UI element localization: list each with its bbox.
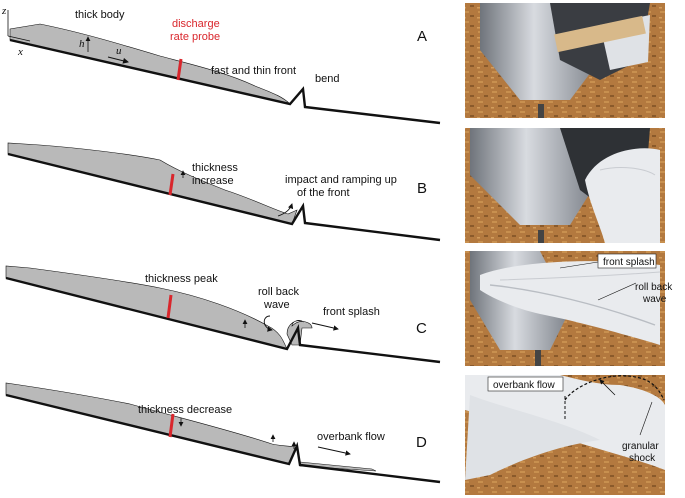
- front-splash-label: front splash: [323, 306, 380, 318]
- panel-a: z x h u thick body discharge rate probe …: [1, 5, 441, 125]
- overbank-flow-label: overbank flow: [317, 431, 385, 443]
- thickness-increase-2: increase: [192, 175, 234, 187]
- photo-4: overbank flow granular shock: [465, 375, 665, 495]
- probe-label-1: discharge: [172, 18, 220, 30]
- rollback-label-1: roll back: [258, 286, 299, 298]
- rollback-arrow-c: [263, 315, 273, 332]
- probe-c: [166, 294, 173, 319]
- flow-body-b: [7, 142, 298, 225]
- thickness-increase-1: thickness: [192, 162, 238, 174]
- splash-arrow-c: [311, 322, 339, 331]
- probe-b: [168, 173, 175, 196]
- probe-label-2: rate probe: [170, 31, 220, 43]
- overbank-arrow-d: [317, 446, 351, 456]
- panel-letter-a: A: [417, 28, 427, 45]
- bend-label: bend: [315, 73, 339, 85]
- flow-body-c: [5, 265, 288, 350]
- photo-rollback-label-2: wave: [642, 294, 667, 305]
- panel-b: thickness increase impact and ramping up…: [7, 142, 441, 242]
- panel-d: thickness decrease overbank flow D: [5, 382, 441, 484]
- flow-body-d: [5, 382, 298, 465]
- flow-body-a: [9, 23, 291, 105]
- photo-shock-label-1: granular: [622, 441, 659, 452]
- thickness-decrease-label: thickness decrease: [138, 404, 232, 416]
- thickness-peak-label: thickness peak: [145, 273, 218, 285]
- thick-body-label: thick body: [75, 9, 125, 21]
- panel-c: thickness peak roll back wave front spla…: [5, 265, 441, 364]
- rollback-label-2: wave: [263, 299, 290, 311]
- photo-2: [465, 128, 665, 243]
- u-arrow: [107, 56, 129, 64]
- z-axis-label: z: [1, 5, 7, 17]
- panel-letter-b: B: [417, 180, 427, 197]
- ramp-arrow-b: [277, 203, 294, 217]
- bed-d: [5, 393, 441, 484]
- fast-front-label: fast and thin front: [211, 65, 296, 77]
- photo-3: front splash roll back wave: [465, 251, 673, 366]
- photo-front-splash-label: front splash: [603, 257, 655, 268]
- photo-shock-arrow: [599, 379, 616, 396]
- photo-1: [465, 3, 665, 118]
- h-label: h: [79, 38, 85, 50]
- u-label: u: [116, 45, 122, 57]
- photo-overbank-label: overbank flow: [493, 380, 555, 391]
- x-axis: [7, 35, 31, 42]
- bed-a: [9, 38, 441, 125]
- impact-label-2: of the front: [297, 187, 350, 199]
- panel-letter-c: C: [416, 320, 427, 337]
- photo-shock-label-2: shock: [629, 453, 656, 464]
- probe-d: [168, 413, 175, 438]
- bed-b: [7, 152, 441, 242]
- photo-rollback-label-1: roll back: [635, 282, 673, 293]
- panel-letter-d: D: [416, 434, 427, 451]
- x-axis-label: x: [17, 46, 23, 58]
- impact-label-1: impact and ramping up: [285, 174, 397, 186]
- probe-a: [176, 58, 183, 81]
- bed-c: [5, 276, 441, 364]
